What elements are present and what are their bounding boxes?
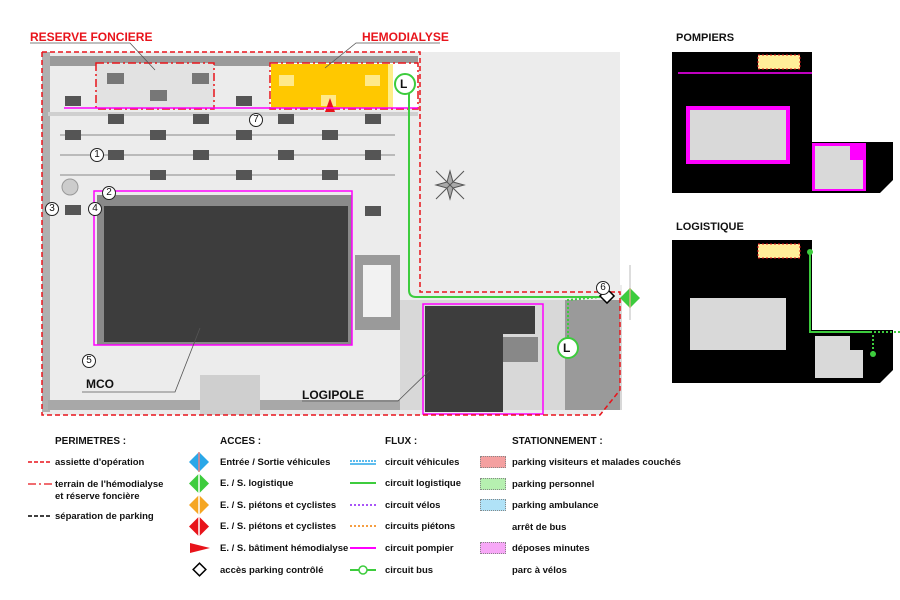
legend-item: E. / S. piétons et cyclistes (220, 521, 337, 532)
mco-building (104, 206, 348, 342)
marker-3: 3 (45, 202, 59, 216)
perimetres-title: PERIMETRES : (55, 436, 127, 447)
mco-label: MCO (86, 377, 114, 391)
legend-item: circuit logistique (385, 478, 462, 489)
bus-stop-icon (394, 73, 416, 95)
marker-4: 4 (88, 202, 102, 216)
marker-5: 5 (82, 354, 96, 368)
flux-title: FLUX : (385, 436, 418, 447)
parking-swatch-icon (480, 499, 506, 512)
logistique-title: LOGISTIQUE (676, 221, 744, 233)
circuit-logistique-line (408, 92, 600, 298)
legend-item: parking ambulance (512, 500, 599, 512)
legend-item: terrain de l'hémodialyse (55, 479, 164, 490)
legend-item: parking personnel (512, 478, 595, 490)
reserve-fonciere-label: RESERVE FONCIERE (30, 30, 153, 44)
stationnement-title: STATIONNEMENT : (512, 436, 603, 447)
legend-item: séparation de parking (55, 511, 154, 522)
legend-symbols (28, 452, 376, 577)
reserve-fonciere-zone (95, 62, 215, 110)
parking-symbols (65, 96, 381, 216)
legend-item: circuit pompier (385, 543, 454, 554)
legend-item: E. / S. logistique (220, 478, 294, 489)
parking-swatch-icon (480, 542, 506, 555)
marker-1: 1 (90, 148, 104, 162)
parking-swatch-icon (480, 456, 506, 468)
legend-item: circuit vélos (385, 500, 441, 511)
logipole-building (425, 306, 535, 412)
legend-item: parking visiteurs et malades couchés (512, 457, 681, 468)
legend-item: arrêt de bus (512, 521, 567, 533)
pompiers-inset (672, 52, 893, 193)
assiette-operation-perimeter (41, 51, 621, 416)
hemodialyse-label: HEMODIALYSE (362, 30, 449, 44)
acces-title: ACCES : (220, 436, 262, 447)
legend-item: déposes minutes (512, 543, 590, 555)
legend-item: circuit véhicules (385, 457, 460, 468)
legend-item: E. / S. bâtiment hémodialyse (220, 543, 349, 554)
legend-item: circuit bus (385, 565, 434, 576)
legend-item: parc à vélos (512, 565, 567, 576)
legend-item: accès parking contrôlé (220, 565, 324, 576)
marker-2: 2 (102, 186, 116, 200)
circuit-bus-line (567, 296, 601, 345)
bus-stop-label: L (400, 77, 408, 91)
legend-item: circuits piétons (385, 521, 456, 532)
compass-rose-icon (434, 169, 466, 201)
legend-item: Entrée / Sortie véhicules (220, 457, 331, 468)
marker-6: 6 (596, 281, 610, 295)
legend-item: et réserve foncière (55, 491, 140, 502)
parking-swatch-icon (480, 477, 506, 490)
bus-stop-icon (557, 337, 579, 359)
marker-7: 7 (249, 113, 263, 127)
legend-item: assiette d'opération (55, 457, 145, 468)
logipole-label: LOGIPOLE (302, 388, 365, 402)
bus-stop-label: L (563, 341, 571, 355)
pompiers-title: POMPIERS (676, 32, 735, 44)
logistique-inset (672, 240, 900, 383)
legend-item: E. / S. piétons et cyclistes (220, 500, 337, 511)
